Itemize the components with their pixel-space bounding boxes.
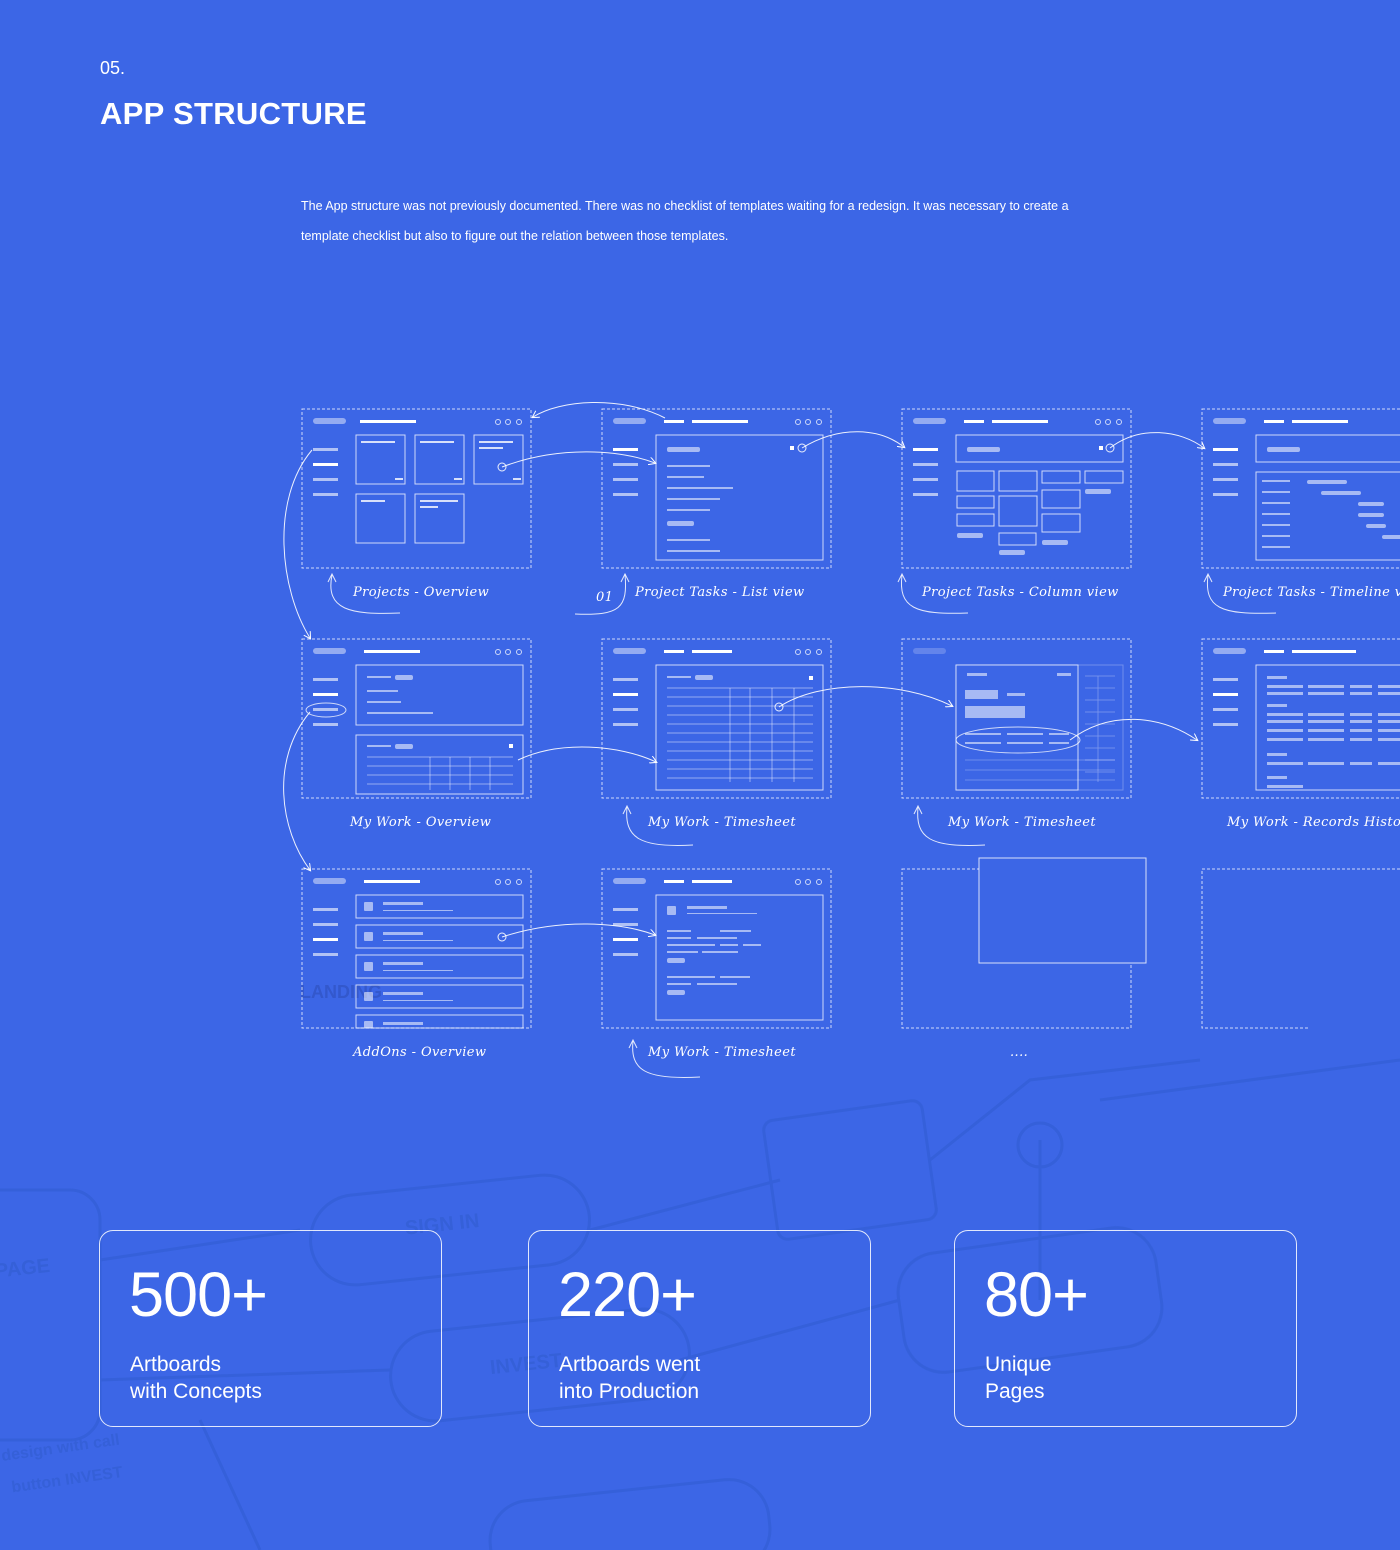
app-structure-diagram: Projects - Overview Project Tasks - List…: [283, 402, 1400, 1078]
wireframe-mywork-timesheet-2: [901, 638, 1132, 799]
section-title: APP STRUCTURE: [100, 96, 367, 131]
bg-word-design: design with call: [0, 1432, 120, 1465]
stat-value: 500+: [129, 1260, 268, 1330]
wireframe-tasks-list: [601, 408, 832, 569]
stat-caption-line2: into Production: [559, 1380, 700, 1403]
wireframe-mywork-overview: [301, 638, 532, 799]
step-marker: 01: [596, 590, 613, 605]
stat-card-unique-pages: 80+ Unique Pages: [954, 1230, 1297, 1427]
wireframe-mywork-timesheet-3: [601, 868, 832, 1029]
stat-caption-line2: with Concepts: [130, 1380, 262, 1403]
bg-word-button-invest: button INVEST: [10, 1464, 123, 1496]
label-mywork-timesheet-3: My Work - Timesheet: [647, 1045, 796, 1060]
label-tasks-column: Project Tasks - Column view: [921, 585, 1119, 600]
wireframe-tasks-column: [901, 408, 1132, 569]
label-projects-overview: Projects - Overview: [352, 585, 489, 600]
label-mywork-timesheet-2: My Work - Timesheet: [947, 815, 1096, 830]
wireframe-tasks-timeline: [1201, 408, 1400, 569]
section-number: 05.: [100, 58, 126, 78]
stat-caption-line1: Artboards: [130, 1353, 222, 1376]
label-tasks-list: Project Tasks - List view: [634, 585, 805, 600]
stat-caption-line2: Pages: [985, 1380, 1045, 1403]
stat-value: 220+: [558, 1260, 697, 1330]
label-mywork-records: My Work - Records History: [1226, 815, 1400, 830]
intro-paragraph: The App structure was not previously doc…: [301, 199, 1069, 243]
label-hooks: [327, 572, 1277, 1078]
wireframe-projects-overview: [301, 408, 532, 569]
label-addons-overview: AddOns - Overview: [352, 1045, 486, 1060]
wireframe-mywork-records: [1201, 638, 1400, 799]
wireframe-placeholder-2: [1201, 868, 1400, 1029]
label-mywork-timesheet-1: My Work - Timesheet: [647, 815, 796, 830]
stat-caption-line1: Unique: [985, 1353, 1052, 1376]
label-mywork-overview: My Work - Overview: [349, 815, 491, 830]
stat-caption-line1: Artboards went: [559, 1353, 701, 1376]
stat-card-artboards-concepts: 500+ Artboards with Concepts: [99, 1230, 442, 1427]
flow-arrows: [283, 402, 1204, 938]
stat-value: 80+: [984, 1260, 1089, 1330]
wireframe-mywork-timesheet-1: [601, 638, 832, 799]
wireframe-placeholder-1: [901, 857, 1147, 1029]
label-tasks-timeline: Project Tasks - Timeline view: [1222, 585, 1400, 600]
label-ellipsis: ....: [1010, 1045, 1028, 1060]
stat-card-artboards-production: 220+ Artboards went into Production: [528, 1230, 871, 1427]
bg-word-page: PAGE: [0, 1255, 51, 1283]
wireframe-addons-overview: [301, 868, 532, 1029]
bg-word-landing: LANDING: [300, 982, 382, 1002]
